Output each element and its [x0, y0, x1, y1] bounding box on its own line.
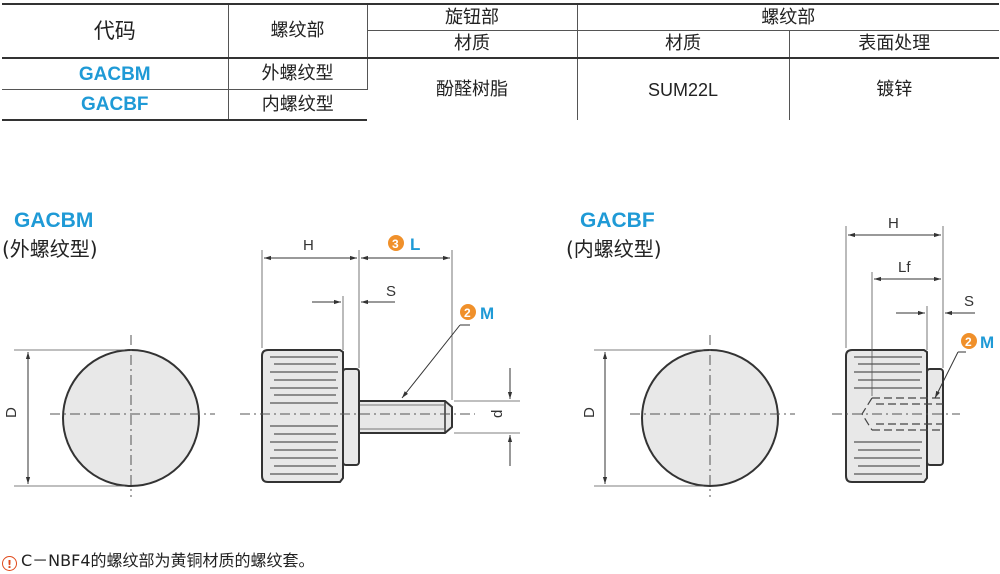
left-dim-H: H — [303, 237, 314, 254]
left-dim-M: M — [480, 304, 494, 323]
cell-knob-material: 酚醛树脂 — [367, 58, 578, 120]
header-thread-part: 螺纹部 — [577, 3, 999, 31]
left-badge-3 — [388, 235, 404, 251]
header-knob: 旋钮部 — [367, 3, 578, 31]
right-front-view: D — [581, 335, 795, 497]
row-thread-external: 外螺纹型 — [228, 58, 368, 90]
right-type-label: (内螺纹型) — [566, 237, 662, 261]
left-type-label: (外螺纹型) — [2, 237, 98, 261]
right-badge-2 — [961, 333, 977, 349]
left-code-label: GACBM — [14, 209, 94, 232]
left-dim-D: D — [3, 407, 20, 418]
left-badge-2 — [460, 304, 476, 320]
svg-text:2: 2 — [965, 335, 972, 349]
svg-text:2: 2 — [464, 306, 471, 320]
right-side-view: H Lf S 2 M — [832, 215, 994, 483]
right-dim-D: D — [581, 407, 598, 418]
svg-text:3: 3 — [392, 237, 399, 251]
left-dim-d: d — [489, 410, 506, 418]
left-dim-S: S — [386, 283, 396, 300]
left-front-view: D — [3, 335, 215, 497]
left-dim-L: L — [410, 235, 420, 254]
right-dim-M: M — [980, 333, 994, 352]
header-code: 代码 — [2, 3, 229, 59]
header-knob-material: 材质 — [367, 30, 578, 59]
row-code-gacbm: GACBM — [2, 58, 229, 90]
header-thread: 螺纹部 — [228, 3, 368, 59]
row-code-gacbf: GACBF — [2, 89, 229, 121]
footnote: ! C－NBF4的螺纹部为黄铜材质的螺纹套。 — [2, 553, 315, 571]
footnote-text: C－NBF4的螺纹部为黄铜材质的螺纹套。 — [21, 551, 315, 570]
right-code-label: GACBF — [580, 209, 655, 232]
cell-surface-treatment: 镀锌 — [876, 78, 913, 100]
right-dim-S: S — [964, 293, 974, 310]
header-surface: 表面处理 — [789, 30, 999, 59]
header-thread-material: 材质 — [577, 30, 790, 59]
right-dim-Lf: Lf — [898, 259, 911, 276]
warning-icon: ! — [2, 556, 17, 571]
right-dim-H: H — [888, 215, 899, 232]
cell-thread-material: SUM22L — [577, 58, 790, 120]
row-thread-internal: 内螺纹型 — [228, 89, 367, 121]
spec-table: 代码 螺纹部 旋钮部 螺纹部 材质 材质 表面处理 GACBM 外螺纹型 酚醛树… — [2, 3, 999, 121]
left-side-view: H 3 L S 2 M d — [240, 235, 520, 483]
